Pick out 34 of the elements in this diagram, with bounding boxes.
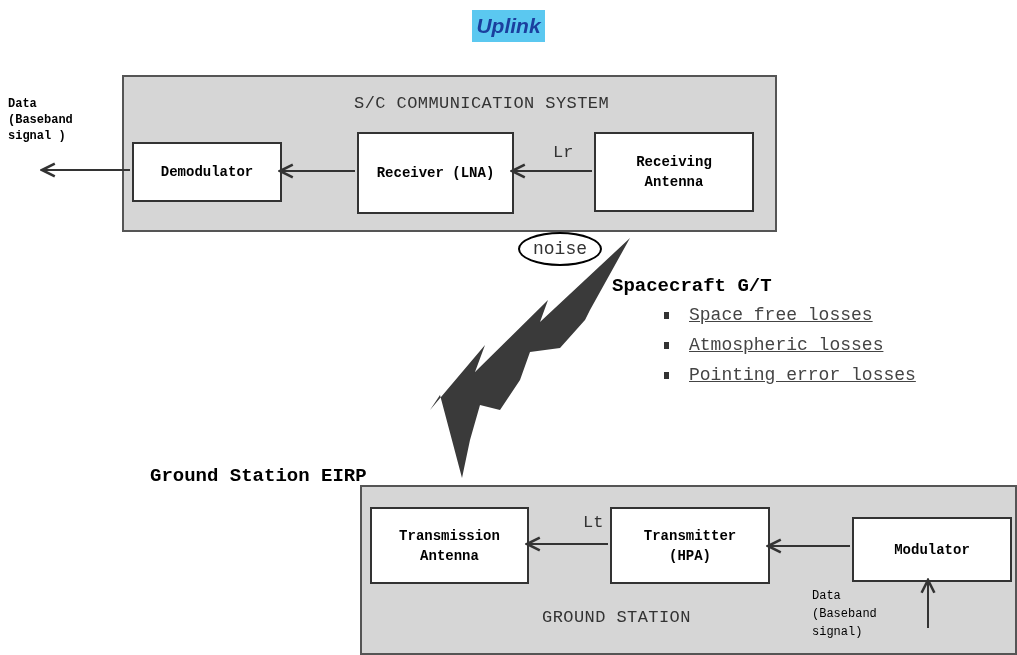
arrow xyxy=(40,162,131,178)
arrow xyxy=(278,163,356,179)
note-text: noise xyxy=(533,237,587,261)
block-box xyxy=(357,132,514,214)
block-box xyxy=(610,507,770,584)
bullet-item: Space free losses xyxy=(689,304,873,327)
block-label: Transmission Antenna xyxy=(398,526,501,566)
edge-label: Lr xyxy=(553,142,574,164)
system-panel xyxy=(360,485,1017,655)
caption: Ground Station EIRP xyxy=(150,464,367,489)
bullet-item: Pointing error losses xyxy=(689,364,916,387)
caption: Spacecraft G/T xyxy=(612,274,772,299)
block-box xyxy=(852,517,1012,582)
block-label: Receiving Antenna xyxy=(635,153,713,192)
block-box xyxy=(594,132,754,212)
block-label: Demodulator xyxy=(160,163,254,182)
title: Uplink xyxy=(472,10,545,42)
block-label: Receiver (LNA) xyxy=(376,164,495,183)
data-label: Data (Baseband signal ) xyxy=(8,96,74,144)
panel-title: S/C COMMUNICATION SYSTEM xyxy=(354,93,610,115)
block-label: Modulator xyxy=(894,540,970,560)
edge-label: Lt xyxy=(583,512,604,534)
arrow xyxy=(766,538,851,554)
block-box xyxy=(132,142,282,202)
panel-title: GROUND STATION xyxy=(542,607,691,629)
block-box xyxy=(370,507,529,584)
data-label: Data (Baseband signal) xyxy=(812,588,878,641)
arrow xyxy=(920,578,936,629)
arrow xyxy=(510,163,593,179)
bullet-item: Atmospheric losses xyxy=(689,334,884,357)
block-label: Transmitter (HPA) xyxy=(642,526,738,566)
arrow xyxy=(525,536,609,552)
circled-note xyxy=(518,232,602,266)
system-panel xyxy=(122,75,777,232)
